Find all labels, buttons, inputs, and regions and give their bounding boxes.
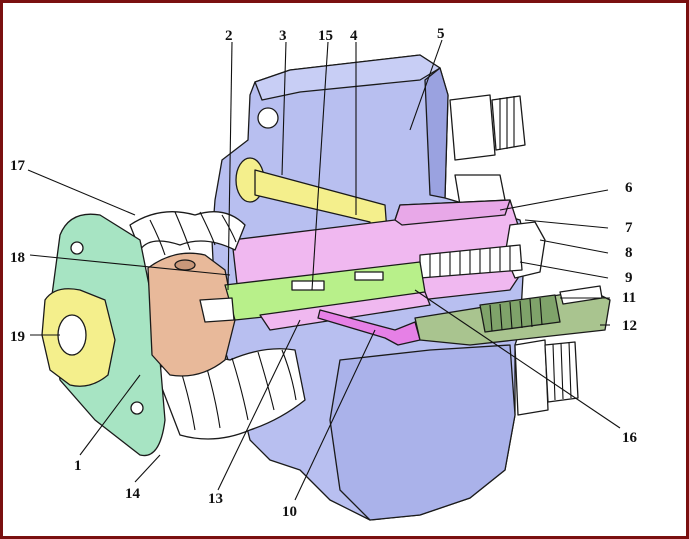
solenoid-assembly [414,285,611,346]
label-18: 18 [10,250,25,266]
label-11: 11 [622,290,636,306]
label-15: 15 [318,28,333,44]
label-12: 12 [622,318,637,334]
plunger-shaft [199,261,426,323]
label-2: 2 [225,28,233,44]
upper-fitting [449,94,526,206]
leader-lines [27,39,621,501]
label-1: 1 [74,458,82,474]
label-13: 13 [208,491,223,507]
magenta-linkage [317,309,421,346]
label-17: 17 [10,158,26,174]
label-8: 8 [625,245,633,261]
label-19: 19 [10,329,25,345]
label-9: 9 [625,270,633,286]
label-14: 14 [125,486,141,502]
label-10: 10 [282,504,297,520]
drive-hub [41,288,116,387]
part-number-labels: 2 3 15 4 5 6 7 8 9 11 12 16 17 18 19 1 1… [10,26,638,520]
return-spring-upper [129,211,246,256]
label-6: 6 [625,180,633,196]
label-16: 16 [622,430,638,446]
label-7: 7 [625,220,633,236]
label-4: 4 [350,28,358,44]
lower-slider [259,291,431,331]
tan-collar [147,252,236,377]
label-3: 3 [279,28,287,44]
label-5: 5 [437,26,445,42]
lower-fitting [514,339,579,416]
